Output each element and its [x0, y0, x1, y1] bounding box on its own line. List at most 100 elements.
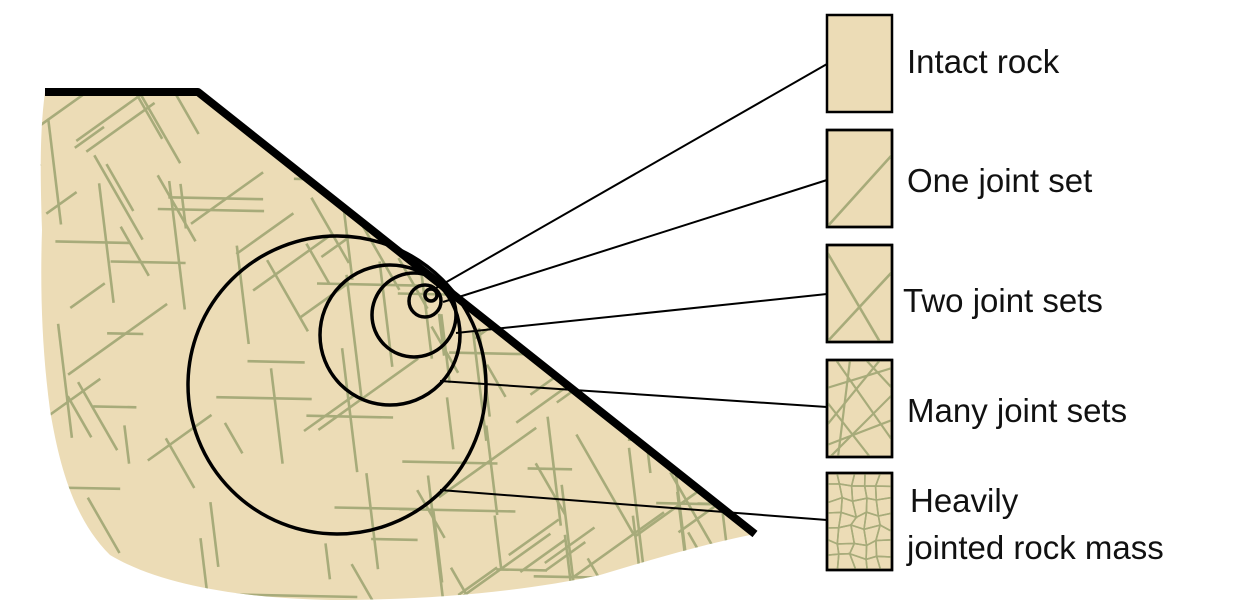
joint-trace	[318, 165, 403, 171]
joint-trace	[742, 214, 750, 254]
joint-trace	[107, 332, 144, 336]
joint-trace	[147, 413, 213, 462]
joint-trace	[247, 359, 305, 364]
joint-trace	[93, 154, 144, 241]
joint-trace	[75, 92, 171, 142]
joint-trace	[316, 282, 424, 287]
joint-trace	[709, 92, 724, 135]
joint-trace	[488, 98, 507, 228]
joint-trace	[536, 255, 612, 260]
rock-block	[874, 523, 892, 542]
joint-trace	[633, 484, 708, 538]
joint-trace	[484, 283, 612, 289]
joint-trace	[40, 543, 45, 593]
joint-trace	[552, 271, 640, 334]
joint-trace	[402, 460, 498, 465]
joint-trace	[661, 334, 711, 418]
joint-trace	[545, 541, 587, 572]
rock-mass-body	[40, 92, 756, 600]
legend-box-one-set	[825, 128, 894, 229]
joint-trace	[426, 475, 444, 597]
joint-trace	[168, 196, 264, 201]
joint-trace	[682, 368, 756, 373]
joint-trace	[350, 563, 397, 600]
joint-trace	[69, 282, 106, 309]
joint-trace	[534, 462, 567, 516]
joint-trace	[125, 92, 164, 140]
leader-line-intact	[435, 63, 828, 289]
rock-block	[827, 553, 840, 570]
joint-trace	[562, 92, 609, 132]
joint-trace	[563, 534, 573, 588]
joint-trace	[485, 425, 499, 516]
joint-trace	[93, 405, 137, 409]
joint-trace	[631, 432, 747, 438]
joint-trace	[471, 331, 488, 441]
rock-block	[875, 555, 892, 570]
joint-trace	[527, 467, 573, 471]
rock-block	[874, 485, 892, 501]
joint-trace	[727, 186, 756, 191]
joint-trace	[40, 133, 42, 167]
joint-trace	[223, 422, 244, 455]
joint-trace	[285, 92, 387, 166]
legend-label-one-set: One joint set	[907, 162, 1093, 199]
rock-block	[836, 552, 857, 570]
joint-trace	[317, 357, 419, 431]
joint-trace	[470, 101, 599, 107]
slope-surface	[45, 88, 758, 538]
joint-trace	[580, 139, 668, 202]
rock-block	[875, 539, 892, 558]
joint-trace	[303, 393, 356, 433]
joint-trace	[508, 518, 560, 557]
joint-trace	[519, 538, 566, 573]
joint-trace	[377, 131, 414, 159]
joint-trace	[416, 489, 446, 539]
rock-block	[877, 512, 892, 533]
joint-trace	[711, 436, 751, 466]
joint-trace	[554, 587, 647, 593]
joint-trace	[506, 106, 587, 111]
joint-trace	[164, 437, 196, 489]
joint-trace	[668, 92, 679, 137]
joint-trace	[105, 163, 135, 212]
joint-trace	[651, 151, 714, 258]
legend-label-two-sets: Two joint sets	[903, 282, 1103, 319]
joint-trace	[265, 259, 310, 332]
joint-trace	[85, 101, 156, 153]
joint-trace	[638, 92, 654, 143]
legend-box-two-sets	[825, 243, 894, 344]
joint-trace	[484, 112, 531, 191]
joint-trace	[299, 283, 348, 319]
joint-trace	[623, 236, 677, 276]
joint-trace	[324, 543, 332, 580]
joint-trace	[74, 125, 105, 149]
joint-trace	[549, 337, 608, 342]
joint-trace	[647, 92, 711, 196]
joint-trace	[66, 395, 93, 438]
joint-trace	[40, 507, 76, 544]
joint-trace	[46, 118, 63, 225]
joint-trace	[368, 116, 445, 173]
joint-trace	[58, 80, 115, 81]
joint-trace	[711, 92, 756, 129]
joint-trace	[732, 92, 747, 140]
joint-trace	[433, 151, 473, 181]
joint-trace	[235, 245, 250, 345]
joint-trace	[123, 425, 131, 464]
rock-block	[848, 552, 869, 570]
joint-trace	[67, 302, 168, 376]
joint-trace	[485, 363, 507, 398]
joint-trace	[40, 92, 111, 133]
joint-trace	[320, 235, 352, 259]
joint-trace	[310, 197, 351, 264]
joint-trace	[40, 377, 102, 433]
joint-trace	[119, 591, 220, 596]
rock-block	[865, 555, 882, 570]
joint-trace	[508, 229, 575, 234]
rock-block	[875, 496, 892, 517]
scale-circle-many-sets	[318, 263, 462, 407]
joint-trace	[571, 511, 665, 579]
joint-trace	[662, 117, 677, 215]
joint-trace	[540, 365, 637, 370]
